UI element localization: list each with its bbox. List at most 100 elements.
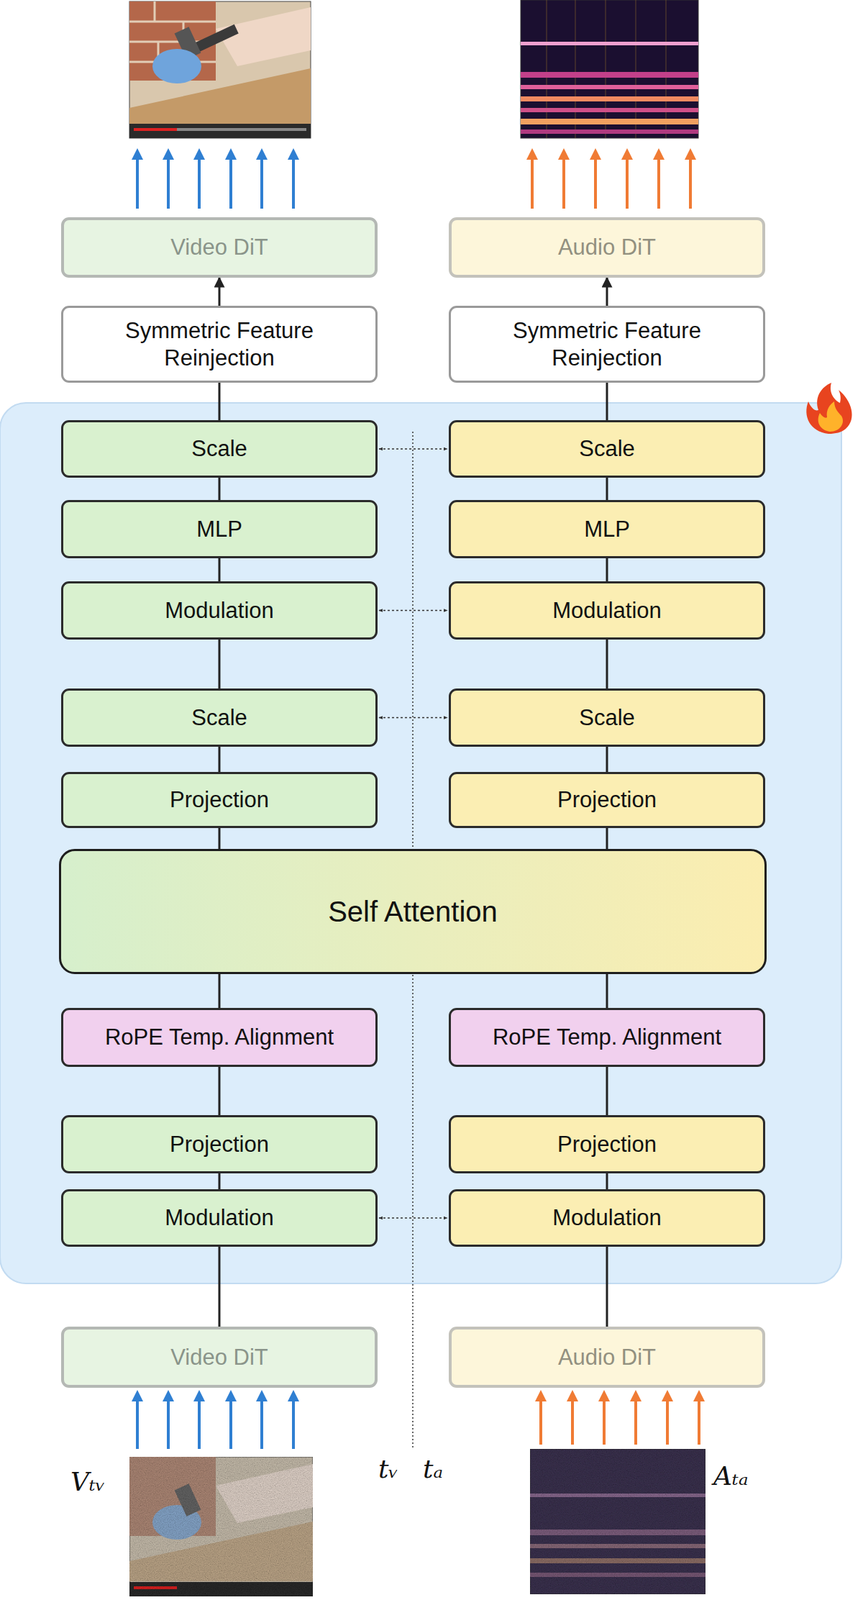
variable-label: Aₜₐ — [713, 1461, 748, 1491]
arrow — [602, 1395, 606, 1445]
arrow — [135, 153, 139, 209]
arrow — [166, 153, 170, 209]
arrow — [634, 1395, 638, 1445]
projection-box: Projection — [61, 1114, 378, 1173]
flame-inner — [818, 401, 843, 432]
arrow — [657, 153, 661, 209]
projection-box: Projection — [448, 771, 766, 828]
band — [520, 41, 699, 46]
spectrogram-noisy — [530, 1448, 706, 1594]
flow-line — [606, 477, 609, 500]
band — [520, 129, 699, 134]
video-frame-output — [129, 1, 311, 139]
reinjection-box: Symmetric Feature Reinjection — [61, 305, 378, 383]
arrow — [229, 153, 233, 209]
modulation-box: Modulation — [448, 1188, 766, 1247]
projection-box: Projection — [448, 1114, 766, 1173]
arrow — [291, 1395, 295, 1449]
wood-board — [129, 68, 311, 124]
arrow — [166, 1395, 170, 1449]
modulation-box: Modulation — [448, 581, 766, 640]
video-dit-block: Video DiT — [61, 1326, 378, 1388]
flow-line — [218, 746, 221, 772]
arrow — [229, 1395, 233, 1449]
audio-dit-block: Audio DiT — [448, 1326, 766, 1388]
band — [530, 1543, 706, 1548]
mlp-box: MLP — [61, 499, 378, 559]
rope-box: RoPE Temp. Alignment — [448, 1007, 766, 1067]
box-text: Projection — [557, 786, 657, 813]
scale-box: Scale — [61, 688, 378, 747]
progress-track — [176, 128, 307, 131]
timestep-label: tᵥ — [378, 1454, 399, 1483]
box-text: Modulation — [552, 596, 662, 624]
box-text: Modulation — [552, 1203, 662, 1231]
arm — [215, 1463, 313, 1523]
box-text: Scale — [578, 435, 636, 462]
flow-line — [606, 973, 609, 1008]
arrow — [594, 153, 597, 209]
player-bar — [129, 1581, 313, 1596]
arrow — [688, 153, 692, 209]
scale-box: Scale — [448, 419, 766, 478]
projection-box: Projection — [61, 771, 378, 828]
flow-line — [218, 277, 221, 306]
flow-line — [606, 1066, 609, 1115]
flow-line — [606, 746, 609, 772]
scale-box: Scale — [61, 419, 378, 478]
flow-line — [218, 1246, 221, 1327]
flow-line — [606, 277, 609, 306]
flow-line — [218, 827, 221, 849]
shared-timestep-link — [379, 717, 448, 719]
box-text: Audio DiT — [558, 1343, 656, 1371]
box-text: Modulation — [164, 596, 275, 624]
box-text: Symmetric Feature Reinjection — [460, 317, 753, 371]
arrow — [571, 1395, 574, 1445]
flow-line — [606, 1172, 609, 1189]
spectrogram-ground — [520, 0, 699, 139]
band — [520, 96, 699, 102]
frame-ground — [129, 1456, 313, 1596]
arrow — [625, 153, 629, 209]
box-text: Video DiT — [170, 1343, 269, 1371]
band — [530, 1557, 706, 1563]
flow-line — [218, 1066, 221, 1115]
flow-line — [218, 639, 221, 689]
band — [530, 1572, 706, 1577]
flow-line — [218, 973, 221, 1008]
arrow — [291, 153, 295, 209]
box-text: Audio DiT — [558, 233, 656, 261]
arrow — [197, 1395, 201, 1449]
flow-line — [218, 382, 221, 420]
video-frame-noisy — [129, 1456, 313, 1596]
shared-timestep-link — [379, 448, 448, 450]
reinjection-box: Symmetric Feature Reinjection — [448, 305, 766, 383]
box-text: RoPE Temp. Alignment — [492, 1023, 722, 1050]
box-text: RoPE Temp. Alignment — [104, 1023, 334, 1050]
output-arrows — [137, 153, 691, 209]
video-dit-block: Video DiT — [61, 217, 378, 278]
hammer-head — [174, 1482, 202, 1517]
box-text: Scale — [191, 435, 248, 462]
input-arrows — [137, 1395, 700, 1449]
box-text: MLP — [583, 515, 630, 543]
self-attention-box: Self Attention — [58, 848, 767, 974]
spectrogram-output — [520, 0, 699, 139]
grid — [546, 0, 666, 139]
band — [520, 71, 699, 78]
band — [520, 107, 699, 113]
rope-box: RoPE Temp. Alignment — [61, 1007, 378, 1067]
box-text: Projection — [557, 1130, 657, 1158]
box-text: MLP — [196, 515, 243, 543]
arrow — [135, 1395, 139, 1449]
progress — [133, 128, 177, 131]
box-text: Modulation — [164, 1203, 275, 1231]
arrow — [539, 1395, 543, 1445]
frame-ground — [129, 1, 311, 139]
arrow — [530, 153, 534, 209]
variable-label: Vₜᵥ — [70, 1467, 105, 1496]
blue-glove — [152, 48, 202, 84]
arrow — [697, 1395, 701, 1445]
band — [520, 118, 699, 125]
progress — [133, 1585, 177, 1589]
